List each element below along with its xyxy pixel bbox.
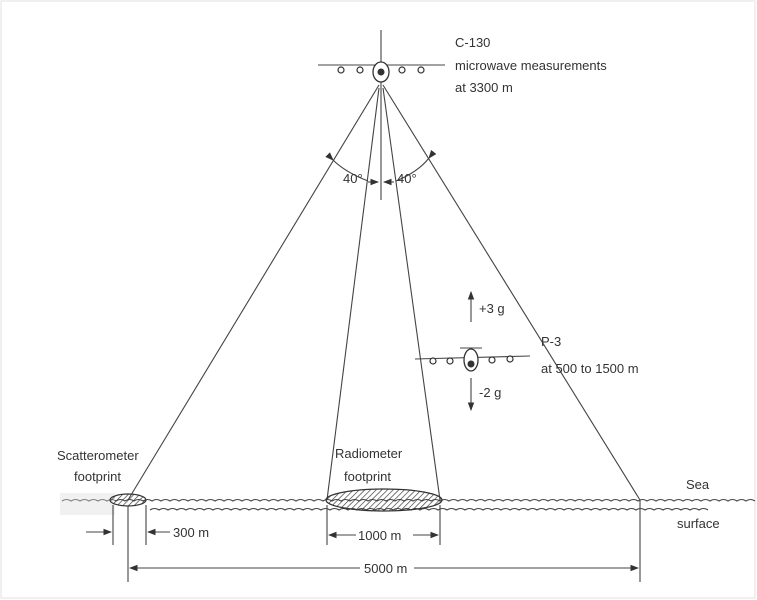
- c130-altitude: at 3300 m: [455, 80, 513, 95]
- sea-label: Sea: [686, 477, 710, 492]
- p3-aircraft-icon: [414, 290, 531, 412]
- angle-arcs: [325, 149, 437, 186]
- p3-altitude: at 500 to 1500 m: [541, 361, 639, 376]
- scatter-width-label: 300 m: [173, 525, 209, 540]
- c130-name: C-130: [455, 35, 490, 50]
- beam-lines: [127, 84, 641, 582]
- scatterometer-label: Scatterometer: [57, 448, 139, 463]
- scatterometer-label-2: footprint: [74, 469, 121, 484]
- swath-width-label: 5000 m: [364, 561, 407, 576]
- surface-label: surface: [677, 516, 720, 531]
- sea-surface-wave: [149, 507, 709, 511]
- angle-left-label: 40°: [343, 171, 363, 186]
- radiometer-label-2: footprint: [344, 469, 391, 484]
- angle-right-label: 40°: [397, 171, 417, 186]
- radiometer-label: Radiometer: [335, 446, 403, 461]
- c130-description: microwave measurements: [455, 58, 607, 73]
- p3-up-g: +3 g: [479, 301, 505, 316]
- smudge: [60, 493, 115, 515]
- radiometer-footprint: [325, 488, 443, 512]
- dimension-lines: [86, 505, 640, 582]
- scatterometer-footprint: [109, 493, 147, 507]
- c130-aircraft-icon: [318, 30, 445, 200]
- p3-name: P-3: [541, 334, 561, 349]
- p3-down-g: -2 g: [479, 385, 501, 400]
- radiometer-width-label: 1000 m: [358, 528, 401, 543]
